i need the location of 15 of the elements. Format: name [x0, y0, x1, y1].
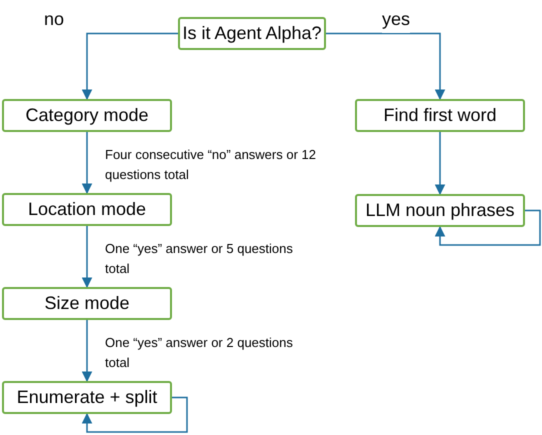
process-box: Location mode: [2, 193, 172, 226]
arrow: [434, 210, 541, 246]
arrow: [82, 32, 178, 100]
process-box: LLM noun phrases: [355, 194, 525, 227]
arrow: [82, 226, 92, 288]
arrow: [434, 132, 446, 196]
arrow: [82, 320, 92, 382]
process-box: Enumerate + split: [2, 381, 172, 414]
arrow: [82, 396, 188, 433]
arrow: [82, 132, 92, 194]
arrow: [326, 32, 446, 100]
process-box: Find first word: [355, 99, 525, 132]
process-box: Size mode: [2, 287, 172, 320]
process-box: Category mode: [2, 99, 172, 132]
process-box: Is it Agent Alpha?: [178, 17, 326, 50]
